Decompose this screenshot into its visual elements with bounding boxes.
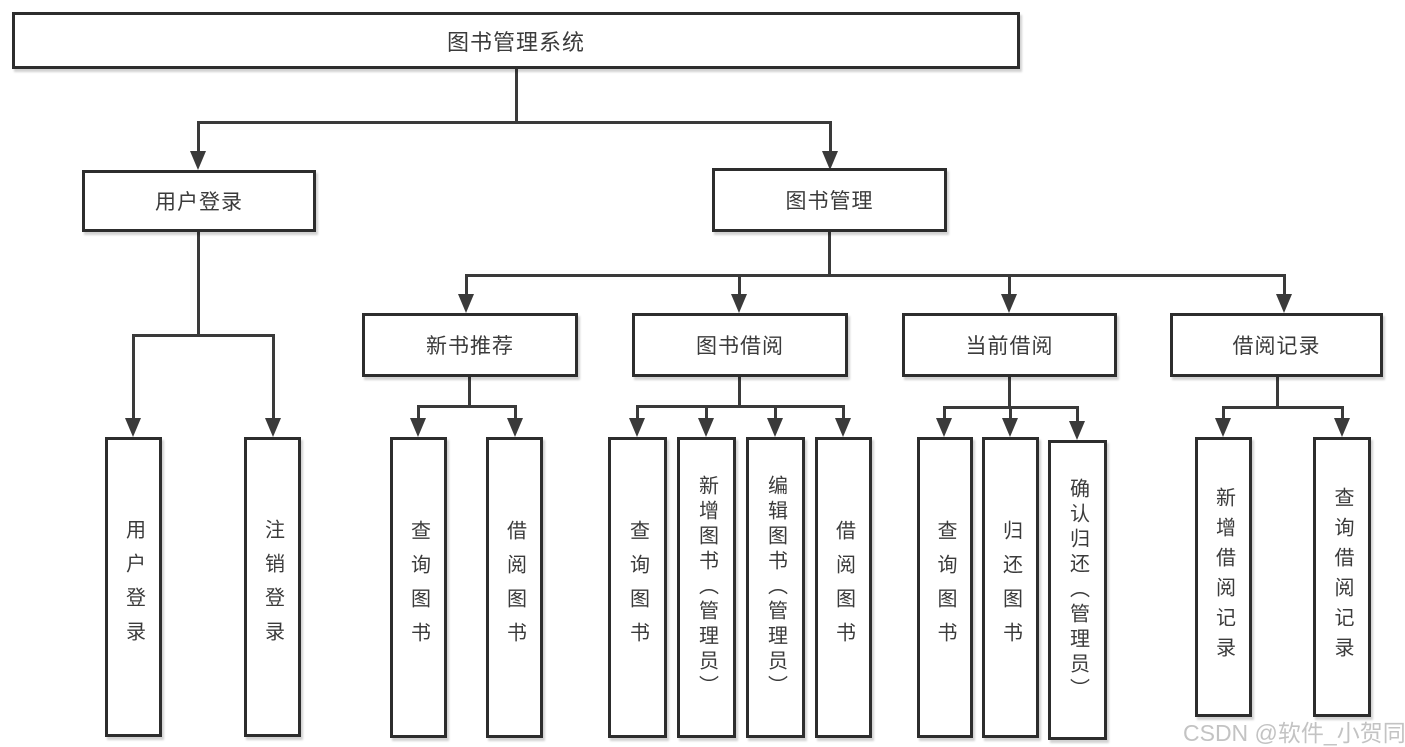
arrow-down-icon [410,418,426,437]
leaf-logout: 注销登录 [244,437,301,737]
node-label: 新书推荐 [426,335,514,358]
connector-line [515,69,518,123]
connector-line [828,232,831,276]
connector-line [1222,406,1344,409]
leaf-borrow-books-1: 借阅图书 [486,437,543,738]
csdn-watermark: CSDN @软件_小贺同学 [1183,720,1405,746]
node-label: 注销登录 [261,519,284,655]
arrow-down-icon [1215,418,1231,437]
node-label: 查询图书 [407,519,430,656]
arrow-down-icon [835,418,851,437]
node-label: 借阅图书 [503,519,526,656]
node-label: 编辑图书（管理员） [764,475,787,700]
node-current-borrowing: 当前借阅 [902,313,1117,377]
node-label: 用户登录 [122,519,145,655]
connector-line [738,274,741,296]
arrow-down-icon [822,151,838,170]
leaf-add-books-admin: 新增图书（管理员） [677,437,736,738]
connector-line [132,334,135,419]
node-user-login-module: 用户登录 [82,170,316,232]
connector-line [1009,406,1012,419]
node-library-management-system: 图书管理系统 [12,12,1020,69]
arrow-down-icon [125,418,141,437]
arrow-down-icon [1001,294,1017,313]
node-label: 查询图书 [626,519,649,656]
leaf-confirm-return-admin: 确认归还（管理员） [1048,440,1107,740]
arrow-down-icon [1002,418,1018,437]
connector-line [417,405,420,419]
node-label: 当前借阅 [965,335,1054,358]
arrow-down-icon [190,151,206,170]
node-label: 新增图书（管理员） [695,475,718,700]
connector-line [1076,406,1079,422]
leaf-query-books-2: 查询图书 [608,437,667,738]
leaf-query-borrow-record: 查询借阅记录 [1313,437,1371,717]
arrow-down-icon [767,418,783,437]
node-new-book-recommend: 新书推荐 [362,313,578,377]
node-label: 借阅图书 [832,519,855,656]
node-book-borrowing: 图书借阅 [632,313,848,377]
arrow-down-icon [698,418,714,437]
leaf-add-borrow-record: 新增借阅记录 [1195,437,1252,717]
node-label: 查询借阅记录 [1331,487,1353,667]
arrow-down-icon [1276,294,1292,313]
node-label: 图书借阅 [696,335,784,358]
arrow-down-icon [1069,421,1085,440]
arrow-down-icon [1334,418,1350,437]
connector-line [943,406,946,419]
leaf-edit-books-admin: 编辑图书（管理员） [746,437,805,738]
connector-line [197,121,832,124]
leaf-user-login: 用户登录 [105,437,162,737]
connector-line [465,274,468,296]
node-label: 图书管理 [785,190,874,213]
connector-line [272,334,275,419]
connector-line [636,405,639,419]
connector-line [1276,377,1279,409]
connector-line [705,405,708,419]
connector-line [829,121,832,153]
arrow-down-icon [731,294,747,313]
leaf-query-books-3: 查询图书 [917,437,973,738]
connector-line [1008,377,1011,409]
connector-line [514,405,517,419]
connector-line [132,334,275,337]
arrow-down-icon [507,418,523,437]
node-label: 新增借阅记录 [1212,487,1235,667]
connector-line [417,405,517,408]
connector-line [1008,274,1011,296]
connector-line [1222,406,1225,419]
node-label: 查询图书 [934,519,956,656]
connector-line [1341,406,1344,419]
connector-line [842,405,845,419]
leaf-return-books: 归还图书 [982,437,1039,738]
arrow-down-icon [936,418,952,437]
node-label: 用户登录 [155,191,243,214]
leaf-borrow-books-2: 借阅图书 [815,437,872,738]
connector-line [774,405,777,419]
connector-line [468,377,471,408]
arrow-down-icon [265,418,281,437]
node-book-management-module: 图书管理 [712,168,947,232]
arrow-down-icon [458,294,474,313]
connector-line [1283,274,1286,296]
node-label: 图书管理系统 [446,29,585,55]
arrow-down-icon [629,418,645,437]
leaf-query-books-1: 查询图书 [390,437,447,738]
connector-line [465,274,1285,277]
node-label: 借阅记录 [1232,335,1321,358]
connector-line [636,405,845,408]
node-label: 确认归还（管理员） [1066,477,1089,703]
node-borrow-records: 借阅记录 [1170,313,1383,377]
connector-line [197,121,200,153]
connector-line [738,377,741,408]
connector-line [197,232,200,337]
node-label: 归还图书 [999,519,1022,656]
